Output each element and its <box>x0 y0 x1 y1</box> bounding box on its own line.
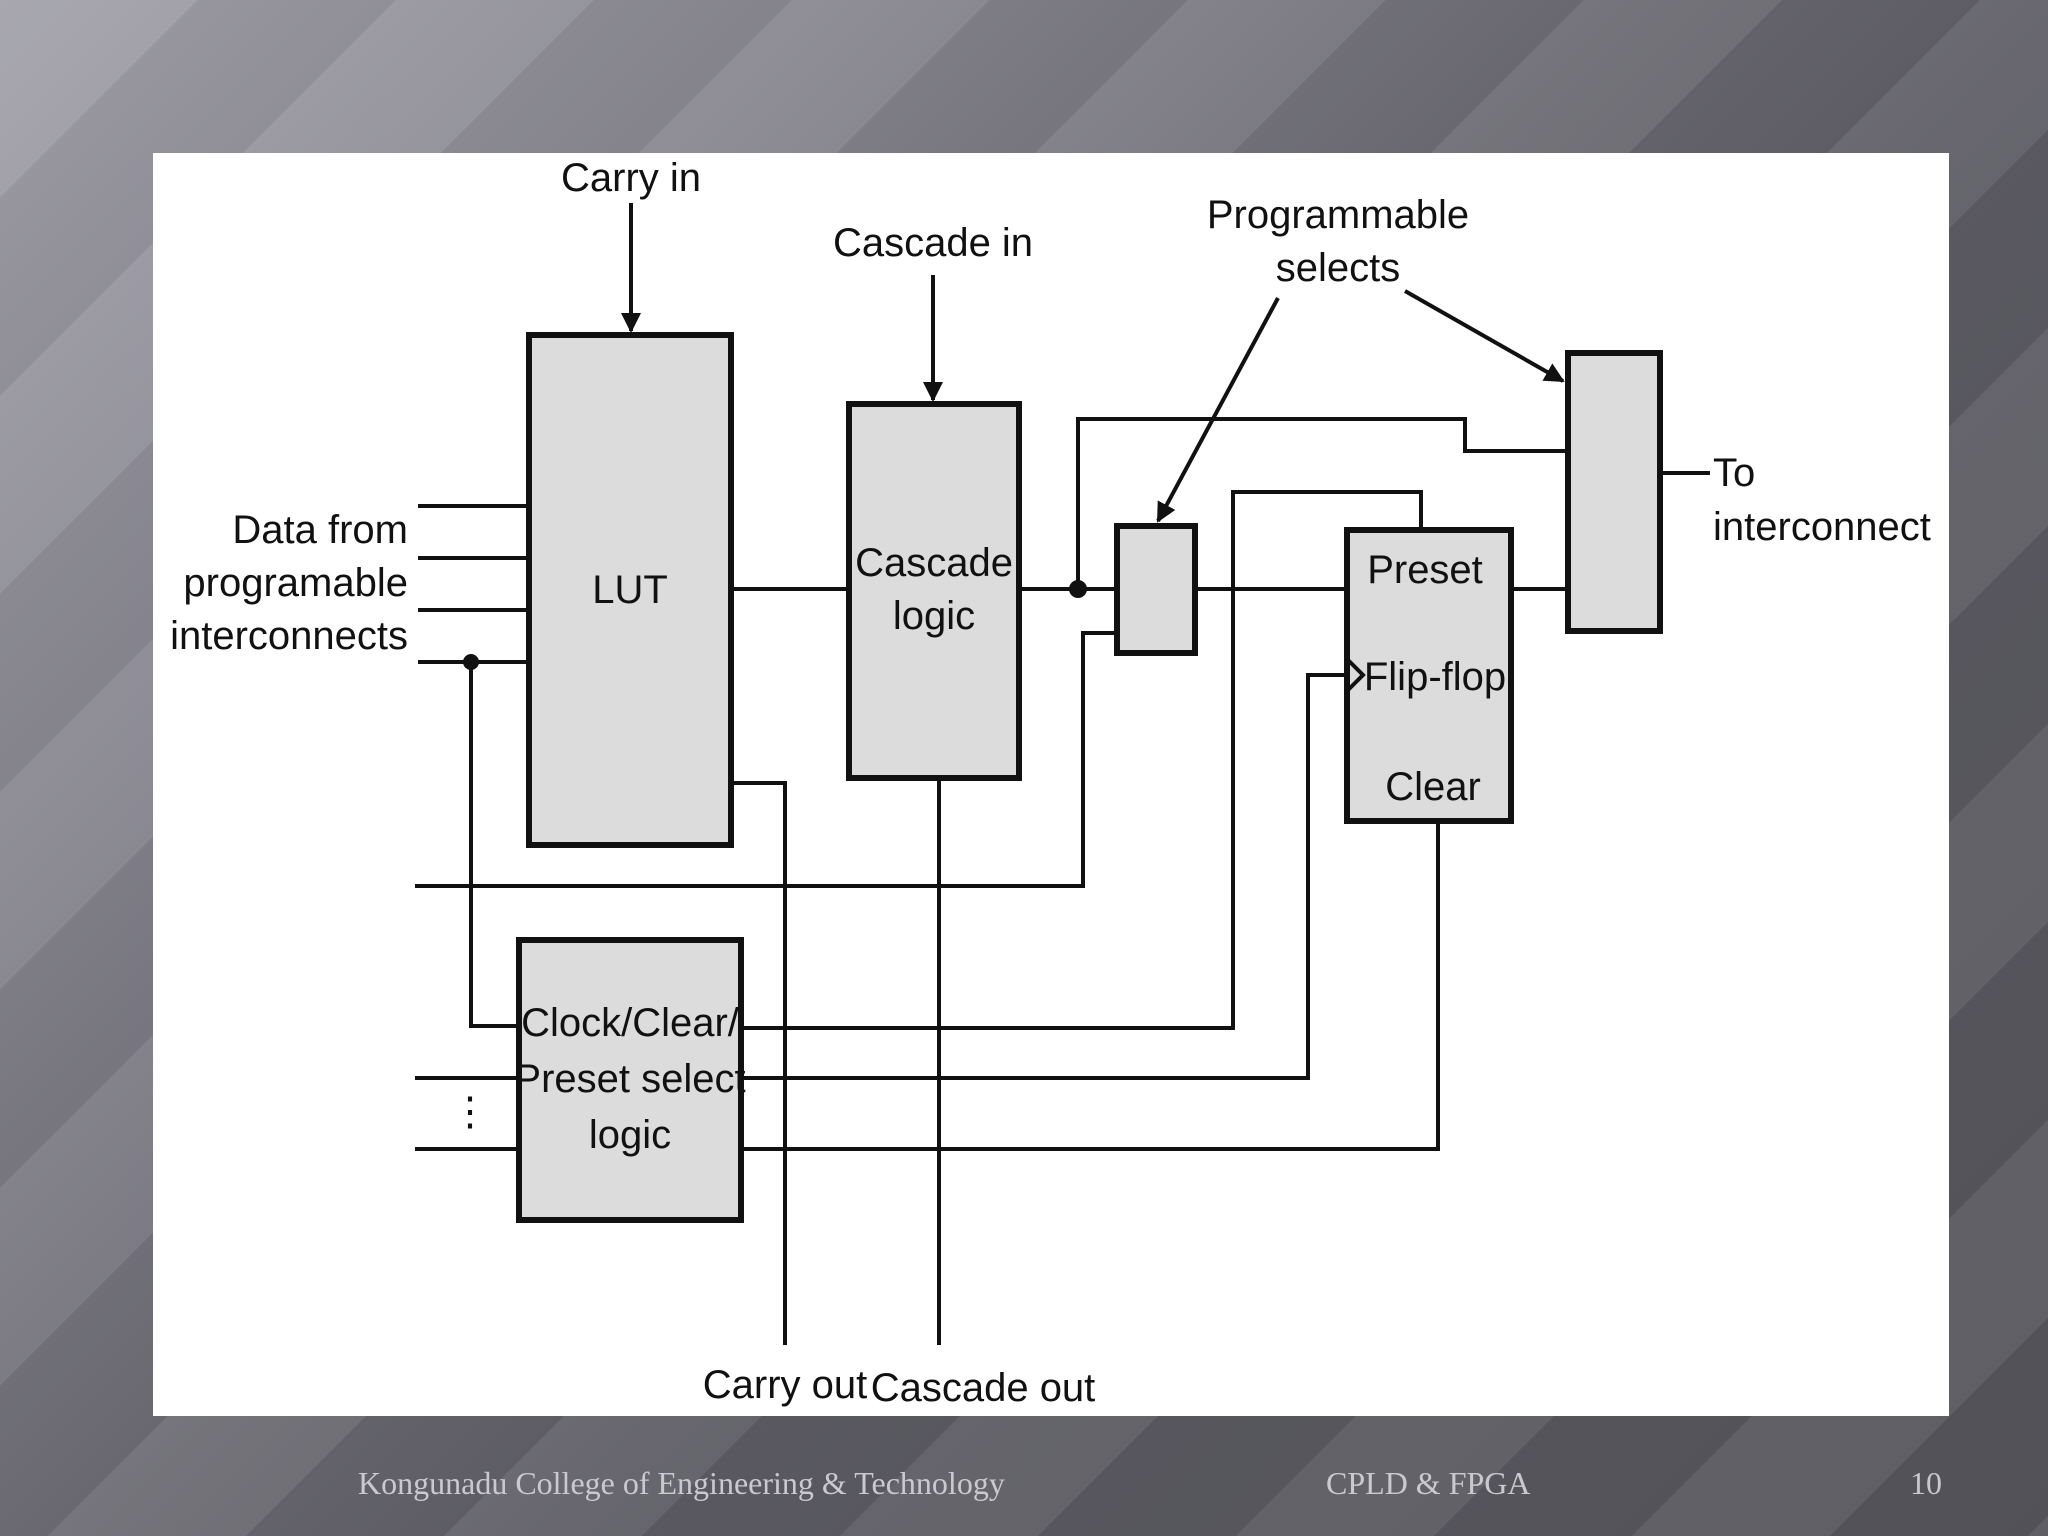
footer-page-number: 10 <box>1910 1465 1942 1501</box>
clock-feed-wire <box>741 673 1347 1080</box>
to-interconnect-label-2: interconnect <box>1713 505 1931 549</box>
cascade-out-label: Cascade out <box>871 1366 1096 1410</box>
carry-out-wire <box>731 781 787 1345</box>
footer-topic: CPLD & FPGA <box>1326 1465 1531 1501</box>
diagram-panel: Carry in Cascade in Programmable selects… <box>153 153 1949 1416</box>
clear-feed-wire <box>741 821 1440 1151</box>
lut-label: LUT <box>592 568 668 612</box>
lut-block <box>526 332 734 848</box>
clock-clear-preset-label-1: Clock/Clear/ <box>521 1001 740 1045</box>
clock-clear-preset-label-3: logic <box>589 1113 671 1157</box>
carry-in-label: Carry in <box>561 156 701 200</box>
programmable-select-mux-2 <box>1565 350 1663 634</box>
programmable-selects-label-2: selects <box>1276 246 1401 290</box>
data-from-label-1: Data from <box>232 508 408 552</box>
flip-flop-label: Flip-flop <box>1364 655 1506 699</box>
carry-out-label: Carry out <box>703 1363 868 1407</box>
cascade-logic-block <box>846 401 1022 781</box>
preset-feed-wire <box>741 490 1423 1030</box>
cascade-logic-label-2: logic <box>893 594 975 638</box>
cascade-logic-label-1: Cascade <box>855 541 1013 585</box>
data-from-label-3: interconnects <box>170 614 408 658</box>
clock-clear-preset-block <box>516 937 744 1223</box>
programmable-select-mux-1 <box>1114 523 1198 656</box>
flip-flop-block <box>1344 527 1514 824</box>
cascade-in-label: Cascade in <box>833 221 1033 265</box>
preset-label: Preset <box>1367 548 1483 592</box>
to-interconnect-label-1: To <box>1713 451 1755 495</box>
footer-institution: Kongunadu College of Engineering & Techn… <box>358 1465 1005 1501</box>
programmable-selects-label-1: Programmable <box>1207 193 1469 237</box>
bypass-wire <box>415 631 1117 888</box>
programmable-select-arrow-2 <box>1404 289 1565 383</box>
logic-element-diagram: Carry in Cascade in Programmable selects… <box>170 156 1931 1410</box>
clock-clear-preset-label-2: Preset select <box>514 1057 745 1101</box>
data-from-label-2: programable <box>183 561 408 605</box>
main-signal-path <box>731 417 1710 598</box>
control-inputs <box>415 1076 519 1151</box>
lut-data-inputs <box>418 504 529 1028</box>
clock-triangle <box>1345 657 1366 693</box>
clear-label: Clear <box>1385 765 1481 809</box>
programmable-select-arrow-1 <box>1156 297 1280 523</box>
more-inputs-dots: ⋮ <box>450 1090 490 1134</box>
